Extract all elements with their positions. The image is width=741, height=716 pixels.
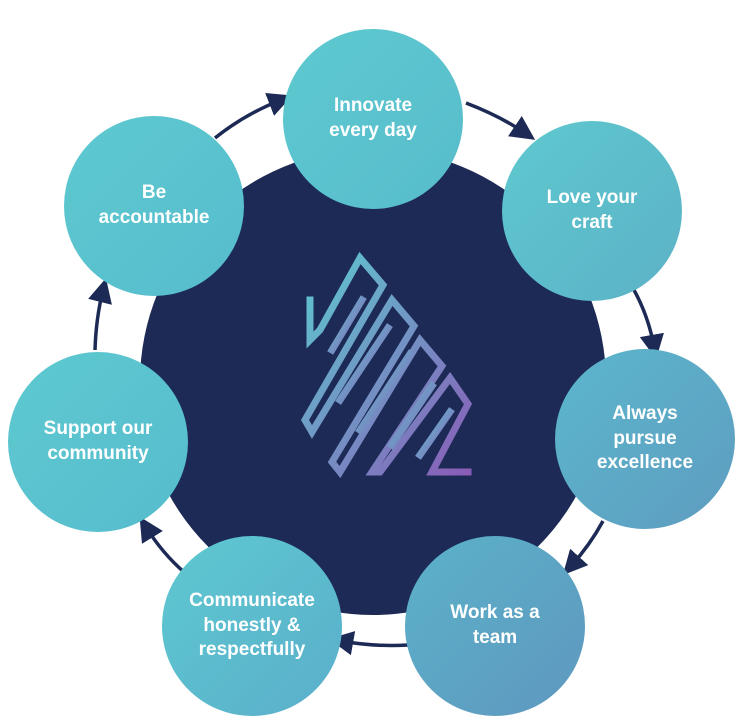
value-label-love-your-craft: Love your craft (546, 187, 638, 233)
value-node-innovate: Innovate every day (283, 29, 463, 209)
arrow-craft-to-excellence (628, 282, 664, 360)
value-label-innovate: Innovate every day (329, 95, 417, 141)
value-node-work-as-a-team: Work as a team (405, 536, 585, 716)
value-label-communicate: Communicate honestly & respectfully (189, 589, 315, 661)
arrow-team-to-communicate (328, 631, 409, 656)
arrow-community-to-accountable (88, 278, 112, 351)
value-label-work-as-a-team: Work as a team (450, 602, 540, 648)
value-label-always-pursue-excellence: Always pursue excellence (596, 402, 694, 474)
arrow-excellence-to-team (562, 520, 605, 576)
value-node-be-accountable: Be accountable (64, 116, 244, 296)
value-node-communicate: Communicate honestly & respectfully (162, 536, 342, 716)
value-node-love-your-craft: Love your craft (502, 121, 682, 301)
value-node-support-our-community: Support our community (8, 352, 188, 532)
maze-logo-icon (300, 251, 473, 479)
arrow-innovate-to-craft (465, 101, 536, 140)
center-disc (140, 149, 606, 615)
value-label-support-our-community: Support our community (43, 418, 153, 464)
arrow-accountable-to-innovate (213, 93, 293, 140)
value-node-always-pursue-excellence: Always pursue excellence (555, 349, 735, 529)
arrow-communicate-to-community (139, 516, 187, 575)
value-label-be-accountable: Be accountable (98, 182, 210, 228)
